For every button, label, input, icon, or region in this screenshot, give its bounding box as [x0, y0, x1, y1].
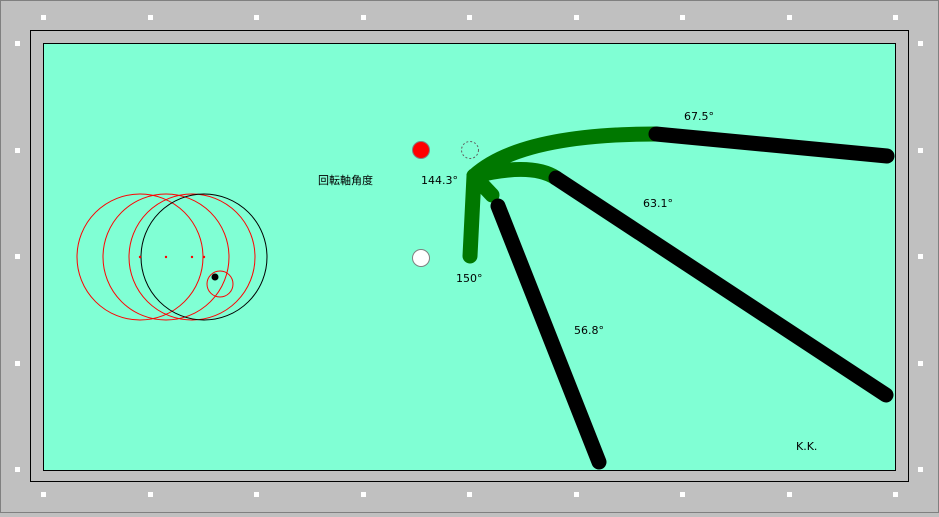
diamond: [467, 492, 472, 497]
diamond: [787, 15, 792, 20]
diamond: [15, 254, 20, 259]
green-path-short: [466, 168, 500, 203]
red-ball: [412, 141, 430, 159]
diamond: [15, 41, 20, 46]
white-ball: [412, 249, 430, 267]
diamond: [148, 15, 153, 20]
diamond: [574, 492, 579, 497]
angle-label-down: 150°: [456, 272, 483, 285]
diamond: [680, 492, 685, 497]
diamond: [787, 492, 792, 497]
diamond: [15, 467, 20, 472]
spin-center-dot: [164, 255, 168, 259]
diamond: [15, 361, 20, 366]
angle-label-pivot: 144.3°: [421, 174, 458, 187]
diamond: [574, 15, 579, 20]
diamond: [41, 492, 46, 497]
spin-diagram: [76, 193, 268, 321]
diamond: [254, 15, 259, 20]
angle-label-shot2: 63.1°: [643, 197, 673, 210]
rotation-axis-angle-label: 回転軸角度: [318, 173, 373, 187]
diamond: [893, 15, 898, 20]
diamond: [918, 254, 923, 259]
diamond-markers: [15, 15, 923, 497]
black-path-63: [548, 170, 894, 403]
diamond: [467, 15, 472, 20]
spin-circle-red: [102, 193, 230, 321]
diamond: [41, 15, 46, 20]
green-path-down: [462, 168, 482, 264]
diamond: [893, 492, 898, 497]
angle-label-shot1: 56.8°: [574, 324, 604, 337]
diamond: [148, 492, 153, 497]
diamond: [918, 361, 923, 366]
diamond: [918, 467, 923, 472]
ball-paths: [462, 126, 895, 470]
spin-center-dot: [138, 255, 142, 259]
spin-small-circle: [206, 270, 234, 298]
diamond: [254, 492, 259, 497]
diamond: [361, 492, 366, 497]
diamond: [918, 148, 923, 153]
black-path-56: [490, 198, 607, 470]
contact-point: [211, 273, 219, 281]
spin-circle-red: [128, 193, 256, 321]
author-signature: K.K.: [796, 440, 817, 453]
diamond: [15, 148, 20, 153]
ghost-ball: [461, 141, 479, 159]
spin-center-dot: [202, 255, 206, 259]
green-path-curve-lower: [466, 162, 564, 186]
diamond: [918, 41, 923, 46]
spin-center-dot: [190, 255, 194, 259]
black-path-67: [648, 126, 895, 164]
angle-label-shot3: 67.5°: [684, 110, 714, 123]
diamond: [361, 15, 366, 20]
diamond: [680, 15, 685, 20]
